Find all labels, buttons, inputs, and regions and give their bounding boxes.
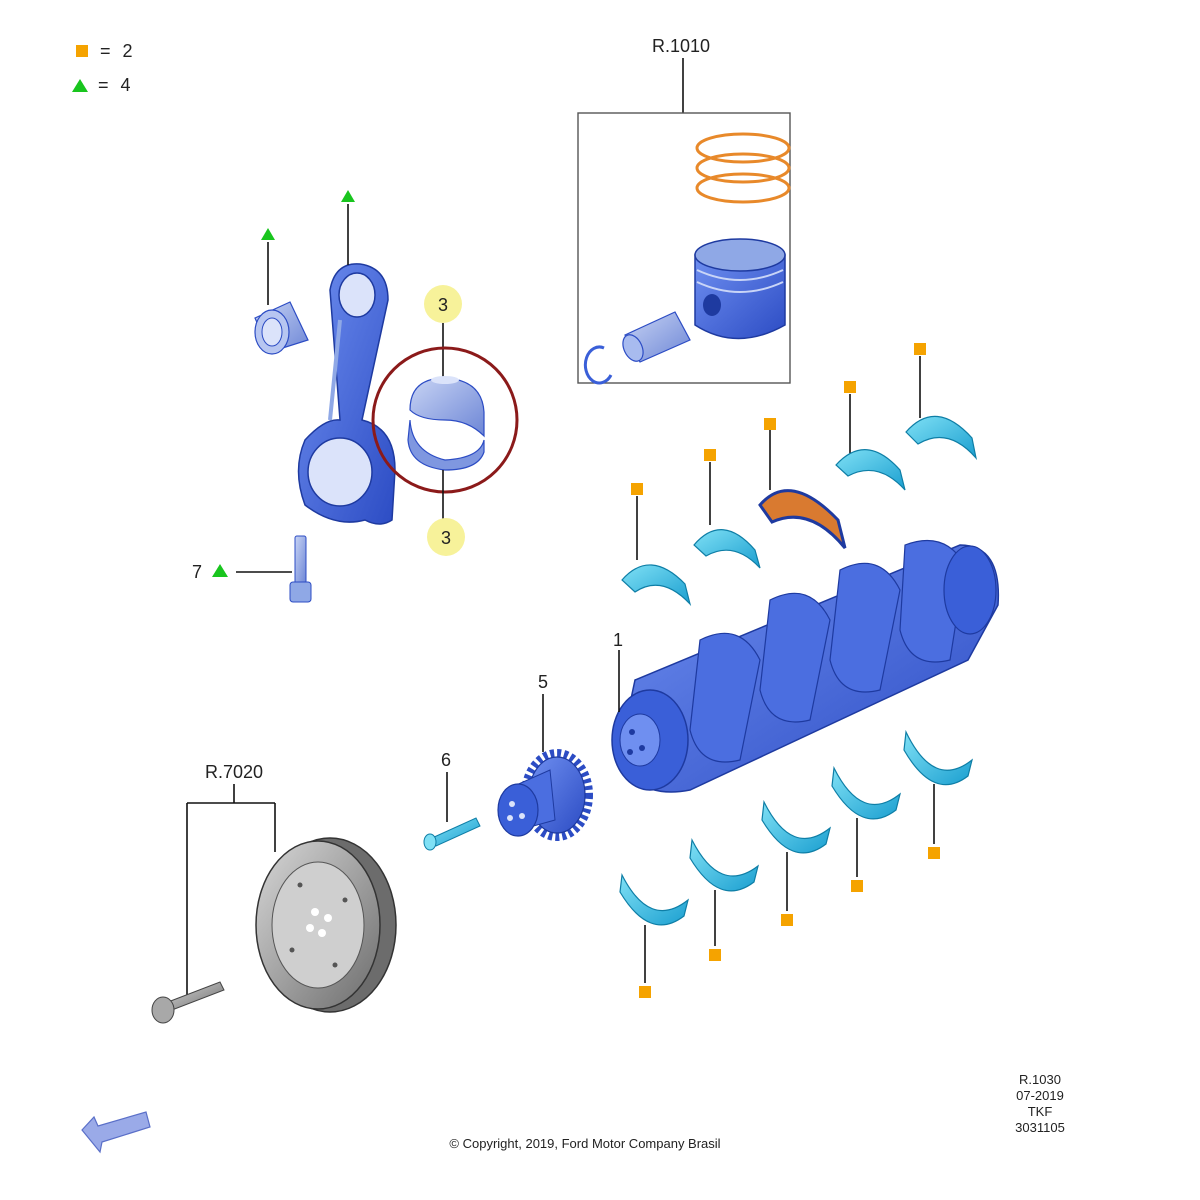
flywheel bbox=[255, 837, 397, 1013]
flywheel-bolt bbox=[151, 981, 225, 1024]
orange-square-icon bbox=[781, 914, 793, 926]
crankshaft[interactable]: 1 bbox=[611, 539, 1000, 793]
conrod-bearing-group[interactable]: 3 3 bbox=[371, 285, 519, 556]
green-triangle-icon bbox=[72, 78, 88, 92]
conrod-bearing-shell bbox=[407, 376, 485, 471]
green-triangle-icon bbox=[341, 190, 355, 202]
piston-pin bbox=[622, 311, 691, 363]
green-triangle-icon bbox=[261, 228, 275, 240]
legend-row-green: = 4 bbox=[72, 68, 133, 102]
legend-eq: = bbox=[100, 41, 111, 61]
orange-square-icon bbox=[709, 949, 721, 961]
page-code: TKF bbox=[1027, 1104, 1053, 1119]
piston-rings bbox=[695, 132, 791, 204]
flywheel-group[interactable]: R.7020 bbox=[151, 762, 397, 1024]
copyright-text: © Copyright, 2019, Ford Motor Company Br… bbox=[449, 1136, 721, 1151]
conrod-bolt[interactable]: 7 bbox=[192, 535, 312, 603]
piston bbox=[694, 238, 786, 340]
conrod-markers bbox=[261, 190, 355, 305]
legend-count: 2 bbox=[122, 41, 133, 61]
callout-5[interactable]: 5 bbox=[538, 672, 548, 692]
lower-main-bearings[interactable] bbox=[619, 729, 974, 998]
reference-block: R.1030 07-2019 TKF 3031105 bbox=[1000, 1072, 1080, 1136]
legend-count: 4 bbox=[120, 75, 131, 95]
orange-square-icon bbox=[844, 381, 856, 393]
page-date: 07-2019 bbox=[1016, 1088, 1064, 1103]
orange-square-icon bbox=[928, 847, 940, 859]
connecting-rod[interactable] bbox=[297, 263, 396, 525]
page-number: 3031105 bbox=[1015, 1120, 1065, 1135]
piston-kit-group[interactable]: R.1010 bbox=[577, 36, 791, 385]
orange-square-icon bbox=[851, 880, 863, 892]
callout-7[interactable]: 7 bbox=[192, 562, 202, 582]
green-triangle-icon bbox=[212, 564, 228, 577]
orange-square-icon bbox=[764, 418, 776, 430]
arrow-left-icon[interactable] bbox=[81, 1111, 151, 1154]
piston-kit-frame bbox=[577, 112, 791, 384]
orange-square-icon bbox=[631, 483, 643, 495]
callout-bubble-top bbox=[424, 285, 462, 323]
highlight-circle bbox=[371, 346, 519, 494]
legend: = 2 = 4 bbox=[72, 34, 133, 102]
timing-sprocket[interactable]: 5 bbox=[497, 672, 593, 841]
orange-square-icon bbox=[639, 986, 651, 998]
piston-circlip bbox=[583, 345, 613, 385]
orange-square-icon bbox=[76, 45, 88, 57]
legend-eq: = bbox=[98, 75, 109, 95]
sprocket-bolt[interactable]: 6 bbox=[423, 750, 481, 851]
callout-1[interactable]: 1 bbox=[613, 630, 623, 650]
page-ref: R.1030 bbox=[1019, 1072, 1061, 1087]
piston-kit-ref-label[interactable]: R.1010 bbox=[652, 36, 710, 56]
flywheel-ref-label[interactable]: R.7020 bbox=[205, 762, 263, 782]
callout-6[interactable]: 6 bbox=[441, 750, 451, 770]
upper-main-bearings[interactable] bbox=[621, 343, 978, 607]
callout-3-top[interactable]: 3 bbox=[438, 295, 448, 315]
small-end-bushing[interactable] bbox=[254, 301, 309, 355]
callout-bubble-bottom bbox=[427, 518, 465, 556]
orange-square-icon bbox=[704, 449, 716, 461]
legend-row-orange: = 2 bbox=[72, 34, 133, 68]
callout-3-bottom[interactable]: 3 bbox=[441, 528, 451, 548]
orange-square-icon bbox=[914, 343, 926, 355]
